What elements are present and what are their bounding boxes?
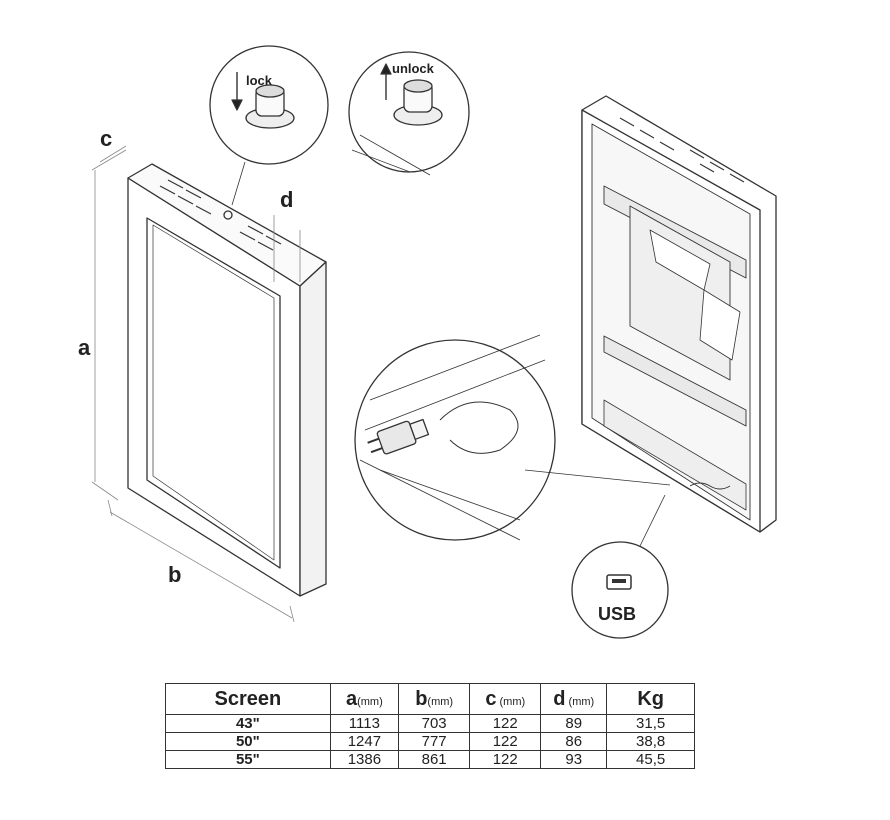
plug-detail xyxy=(354,334,671,541)
usb-detail xyxy=(571,494,669,639)
label-c: c xyxy=(100,126,112,151)
cell-d: 93 xyxy=(540,750,608,769)
cell-b: 703 xyxy=(398,714,471,733)
cell-c: 122 xyxy=(469,732,542,751)
cell-d: 86 xyxy=(540,732,608,751)
header-a: a(mm) xyxy=(329,683,400,715)
front-enclosure-drawing xyxy=(127,163,327,597)
label-lock: lock xyxy=(246,73,273,88)
header-d: d (mm) xyxy=(540,683,608,715)
lock-detail xyxy=(209,45,329,206)
enclosure-diagram: c a b d lock unlock USB xyxy=(78,45,777,639)
cell-a: 1386 xyxy=(329,750,400,769)
table-row: 43" 1113 703 122 89 31,5 xyxy=(165,714,695,733)
label-usb: USB xyxy=(598,604,636,624)
cell-screen: 50" xyxy=(165,732,331,751)
cell-d: 89 xyxy=(540,714,608,733)
header-kg: Kg xyxy=(606,683,695,715)
table-header-row: Screen a(mm) b(mm) c (mm) d (mm) Kg xyxy=(165,683,695,715)
cell-screen: 43" xyxy=(165,714,331,733)
table-row: 55" 1386 861 122 93 45,5 xyxy=(165,750,695,769)
header-b: b(mm) xyxy=(398,683,471,715)
cell-c: 122 xyxy=(469,750,542,769)
label-a: a xyxy=(78,335,91,360)
unlock-detail xyxy=(348,51,470,176)
label-b: b xyxy=(168,562,181,587)
cell-screen: 55" xyxy=(165,750,331,769)
label-unlock: unlock xyxy=(392,61,435,76)
dimensions-table: Screen a(mm) b(mm) c (mm) d (mm) Kg 43" … xyxy=(165,683,695,769)
dimension-lines xyxy=(91,145,301,623)
cell-kg: 45,5 xyxy=(606,750,695,769)
header-screen: Screen xyxy=(165,683,331,715)
table-row: 50" 1247 777 122 86 38,8 xyxy=(165,732,695,751)
label-d: d xyxy=(280,187,293,212)
header-c: c (mm) xyxy=(469,683,542,715)
cell-kg: 38,8 xyxy=(606,732,695,751)
cell-kg: 31,5 xyxy=(606,714,695,733)
rear-enclosure-drawing xyxy=(581,95,777,533)
cell-b: 861 xyxy=(398,750,471,769)
cell-a: 1247 xyxy=(329,732,400,751)
cell-b: 777 xyxy=(398,732,471,751)
cell-c: 122 xyxy=(469,714,542,733)
cell-a: 1113 xyxy=(329,714,400,733)
